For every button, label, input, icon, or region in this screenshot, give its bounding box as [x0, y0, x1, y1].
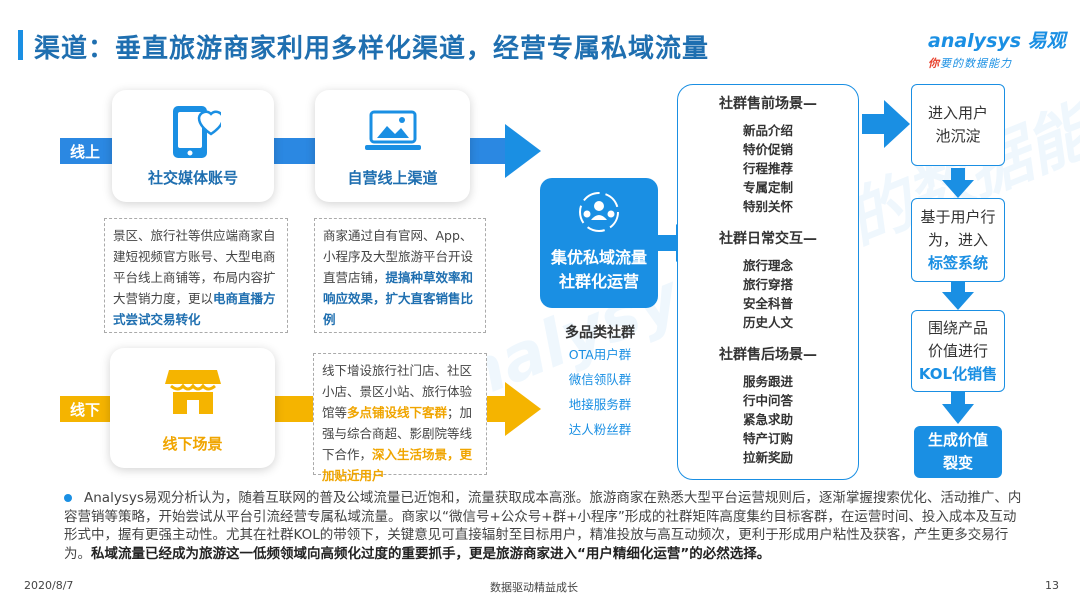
group-list-title: 多品类社群: [565, 325, 635, 341]
scene-item: 特别关怀: [742, 199, 793, 214]
logo-main-text: analysys 易观: [928, 30, 1066, 52]
scene-item: 安全科普: [742, 296, 793, 311]
offline-arrow-icon: [505, 382, 541, 436]
flow-step-1: 进入用户池沉淀: [911, 84, 1005, 166]
phone-heart-icon: [173, 106, 221, 158]
scene-item: 特价促销: [742, 142, 793, 157]
scene-item: 特产订购: [742, 431, 793, 446]
social-media-label: 社交媒体账号: [147, 169, 238, 187]
offline-desc: 线下增设旅行社门店、社区小店、景区小站、旅行体验馆等多点铺设线下客群；加强与综合…: [313, 353, 487, 483]
offline-scene-card: 线下场景: [110, 348, 275, 468]
page-number: 13: [1045, 579, 1059, 592]
online-line-left: [60, 138, 120, 164]
offline-line-mid: [270, 396, 315, 422]
scene-title: 社群日常交互—: [719, 231, 817, 247]
scene-item: 紧急求助: [742, 412, 793, 427]
center-line-2: 社群化运营: [558, 272, 639, 291]
scene-item: 拉新奖励: [742, 450, 793, 465]
self-channel-label: 自营线上渠道: [347, 169, 438, 187]
footer-date: 2020/8/7: [24, 579, 74, 592]
community-icon: [579, 192, 619, 232]
scene-item: 历史人文: [742, 315, 793, 330]
online-tag: 线上: [70, 142, 101, 161]
offline-scene-label: 线下场景: [162, 435, 223, 453]
social-media-card: 社交媒体账号: [112, 90, 274, 202]
flow-down-arrow-icon: [942, 168, 974, 198]
laptop-image-icon: [364, 110, 421, 150]
scene-item: 行程推荐: [742, 161, 793, 176]
community-group-list: 多品类社群 OTA用户群 微信领队群 地接服务群 达人粉丝群: [545, 322, 655, 442]
page-title: 渠道：垂直旅游商家利用多样化渠道，经营专属私域流量: [34, 34, 710, 64]
flow-down-arrow-icon: [942, 282, 974, 310]
social-media-desc: 景区、旅行社等供应端商家自建短视频官方账号、大型电商平台线上商铺等，布局内容扩大…: [104, 218, 288, 333]
analysis-paragraph: Analysys易观分析认为，随着互联网的普及公域流量已近饱和，流量获取成本高涨…: [64, 490, 1022, 562]
offline-tag: 线下: [70, 400, 101, 419]
online-arrow-icon: [505, 124, 541, 178]
flow-down-arrow-icon: [942, 392, 974, 424]
logo-slogan: 你要的数据能力: [928, 57, 1012, 70]
center-line-1: 集优私域流量: [550, 248, 647, 267]
scene-item: 专属定制: [742, 180, 793, 195]
scenes-arrow-icon: [862, 100, 910, 148]
footer-slogan: 数据驱动精益成长: [490, 581, 578, 594]
scene-item: 服务跟进: [742, 374, 793, 389]
scene-title: 社群售后场景—: [719, 347, 817, 363]
group-item: 微信领队群: [568, 372, 632, 387]
self-channel-desc: 商家通过自有官网、App、小程序及大型旅游平台开设直营店铺，提搞种草效率和响应效…: [314, 218, 486, 333]
flow-step-2: 基于用户行为，进入 标签系统: [911, 198, 1005, 282]
group-item: 达人粉丝群: [568, 422, 632, 437]
private-traffic-box: 集优私域流量 社群化运营: [540, 178, 658, 308]
group-item: OTA用户群: [568, 347, 632, 362]
bullet-dot: [64, 494, 72, 502]
community-scenes-panel: 社群售前场景— 新品介绍 特价促销 行程推荐 专属定制 特别关怀 社群日常交互—…: [677, 84, 859, 480]
scene-item: 行中问答: [742, 393, 793, 408]
group-item: 地接服务群: [568, 397, 632, 412]
brand-logo: analysys 易观 你要的数据能力: [928, 26, 1068, 70]
flow-step-4: 生成价值裂变: [914, 426, 1002, 478]
store-icon: [164, 370, 221, 414]
scene-item: 旅行穿搭: [742, 277, 793, 292]
scene-item: 旅行理念: [742, 258, 793, 273]
flow-step-3: 围绕产品价值进行 KOL化销售: [911, 310, 1005, 392]
scene-item: 新品介绍: [742, 123, 793, 138]
self-channel-card: 自营线上渠道: [315, 90, 470, 202]
scene-title: 社群售前场景—: [719, 96, 817, 112]
title-accent-bar: [18, 30, 23, 60]
